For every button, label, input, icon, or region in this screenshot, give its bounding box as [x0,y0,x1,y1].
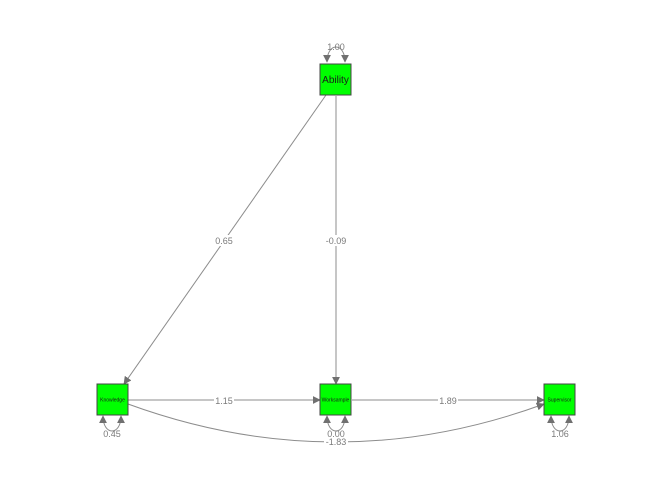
node-ability: Ability [319,63,352,96]
edge-worksample-supervisor: 1.89 [352,395,545,406]
node-label-supervisor: Supervisor [548,398,572,404]
edge-label-knowledge-worksample: 1.15 [215,396,233,406]
variance-loop-worksample: 0.00 [323,415,349,439]
edge-label-knowledge-supervisor: -1.83 [326,437,347,447]
edge-label-worksample-supervisor: 1.89 [439,396,457,406]
edge-knowledge-supervisor: -1.83 [127,402,545,447]
variance-label-supervisor: 1.06 [551,429,569,439]
node-label-worksample: Worksample [322,398,350,404]
edge-knowledge-worksample: 1.15 [128,395,321,406]
node-worksample: Worksample [319,383,352,416]
edge-label-ability-worksample: -0.09 [326,236,347,246]
edge-label-ability-knowledge: 0.65 [215,236,233,246]
variance-loop-supervisor: 1.06 [547,415,573,439]
variance-label-knowledge: 0.45 [103,429,121,439]
edge-ability-worksample: -0.09 [324,96,348,385]
node-label-ability: Ability [322,75,349,86]
node-knowledge: Knowledge [96,383,129,416]
edge-ability-knowledge: 0.65 [123,94,327,385]
variance-label-worksample: 0.00 [327,429,345,439]
node-supervisor: Supervisor [543,383,576,416]
variance-label-ability: 1.00 [327,42,345,52]
node-label-knowledge: Knowledge [100,398,125,404]
variance-loop-ability: 1.00 [323,42,349,63]
variance-loop-knowledge: 0.45 [99,415,125,439]
